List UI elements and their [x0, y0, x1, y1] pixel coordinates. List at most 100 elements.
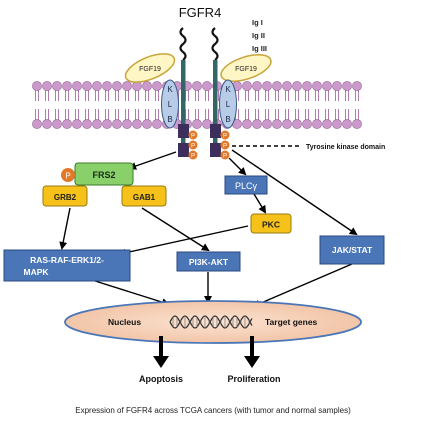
phospho-left: P P P	[188, 130, 198, 160]
kinase-left-upper	[178, 124, 189, 138]
grb2-node	[42, 185, 88, 207]
arrow-receptor-to-jak	[231, 149, 358, 236]
lipid-head	[42, 81, 52, 91]
lipid-head	[272, 81, 282, 91]
ig-domain-squiggles	[179, 27, 219, 61]
lipid-head	[112, 119, 122, 129]
lipid-head	[132, 119, 142, 129]
lipid-head	[262, 119, 272, 129]
kinase-left-lower	[178, 143, 189, 157]
arrow-pkc-to-ras	[118, 225, 249, 257]
lipid-head	[62, 119, 72, 129]
jak-stat-label: JAK/STAT	[332, 245, 373, 255]
lipid-head	[42, 119, 52, 129]
jak-stat-node	[319, 235, 385, 265]
arrow-gab1-to-pi3k	[141, 207, 210, 252]
lipid-head	[62, 81, 72, 91]
lipid-head	[82, 81, 92, 91]
lipid-head	[122, 81, 132, 91]
kinase-right-upper	[210, 124, 221, 138]
lipid-head	[332, 119, 342, 129]
lipid-head	[282, 119, 292, 129]
arrow-receptor-to-frs2	[128, 151, 177, 170]
lipid-head	[252, 81, 262, 91]
klb-left-l: L	[168, 100, 173, 109]
frs2-phospho	[61, 168, 75, 182]
arrow-jak-to-nucleus	[252, 263, 353, 308]
gab1-label: GAB1	[133, 193, 156, 202]
lipid-head	[352, 81, 362, 91]
phospho-left-1: P	[191, 134, 195, 140]
signaling-arrows	[59, 149, 358, 308]
pkc-label: PKC	[262, 220, 280, 230]
lipid-head	[72, 119, 82, 129]
gab1-node	[121, 185, 167, 207]
lipid-head	[72, 81, 82, 91]
phospho-right: P P P	[220, 130, 230, 160]
lipid-head	[192, 81, 202, 91]
lipid-head	[102, 81, 112, 91]
pi3k-akt-label: PI3K-AKT	[189, 257, 229, 267]
target-genes-label: Target genes	[265, 317, 318, 327]
fgf19-label-right: FGF19	[235, 66, 257, 73]
lipid-head	[252, 119, 262, 129]
dna-helix-icon	[169, 315, 253, 329]
lipid-head	[242, 119, 252, 129]
arrow-receptor-to-plcg	[228, 157, 247, 176]
lipid-head	[52, 119, 62, 129]
ig-label-2: Ig II	[252, 31, 265, 40]
lipid-head	[92, 81, 102, 91]
lipid-head	[82, 119, 92, 129]
lipid-head	[322, 81, 332, 91]
klb-right-b: B	[225, 115, 230, 124]
tyrosine-kinase-label: Tyrosine kinase domain	[306, 144, 385, 151]
phospho-left-2: P	[191, 144, 195, 150]
outcome-arrows	[153, 336, 260, 368]
klb-left-b: B	[167, 115, 172, 124]
lipid-head	[332, 81, 342, 91]
fgf19-ligand-right: FGF19	[220, 54, 272, 82]
fgf19-label-left: FGF19	[139, 66, 161, 73]
arrow-ras-to-nucleus	[91, 279, 170, 307]
lipid-head	[152, 119, 162, 129]
figure-caption: Expression of FGFR4 across TCGA cancers …	[75, 406, 351, 415]
klb-left-k: K	[167, 85, 173, 94]
frs2-label: FRS2	[92, 170, 115, 180]
lipid-head	[342, 81, 352, 91]
lipid-head	[102, 119, 112, 129]
pi3k-akt-node	[176, 251, 241, 272]
cell-membrane	[32, 81, 362, 129]
lipid-head	[272, 119, 282, 129]
plcg-node	[224, 175, 268, 195]
lipid-head	[192, 119, 202, 129]
lipid-head	[292, 81, 302, 91]
lipid-head	[202, 81, 212, 91]
lipid-head	[302, 119, 312, 129]
phospho-left-3: P	[191, 154, 195, 160]
klb-right-l: L	[226, 100, 231, 109]
lipid-head	[152, 81, 162, 91]
klb-left: K L B	[161, 79, 179, 129]
phospho-right-3: P	[223, 154, 227, 160]
lipid-head	[292, 119, 302, 129]
lipid-head	[322, 119, 332, 129]
ras-raf-erk-node	[3, 249, 131, 282]
lipid-head	[112, 81, 122, 91]
lipid-head	[92, 119, 102, 129]
ig-label-1: Ig I	[252, 18, 263, 27]
nucleus-label: Nucleus	[108, 317, 141, 327]
lipid-head	[242, 81, 252, 91]
phospho-right-1: P	[223, 134, 227, 140]
lipid-head	[32, 119, 42, 129]
ras-raf-erk-label-line2: MAPK	[23, 267, 49, 277]
lipid-head	[342, 119, 352, 129]
lipid-head	[52, 81, 62, 91]
ig-label-3: Ig III	[252, 44, 267, 53]
outcome-apoptosis: Apoptosis	[139, 374, 183, 384]
lipid-head	[302, 81, 312, 91]
ras-raf-erk-label-line1: RAS-RAF-ERK1/2-	[30, 255, 104, 265]
dna-strand	[169, 315, 253, 329]
grb2-label: GRB2	[54, 193, 77, 202]
lipid-head	[262, 81, 272, 91]
dna-strand	[169, 315, 253, 329]
